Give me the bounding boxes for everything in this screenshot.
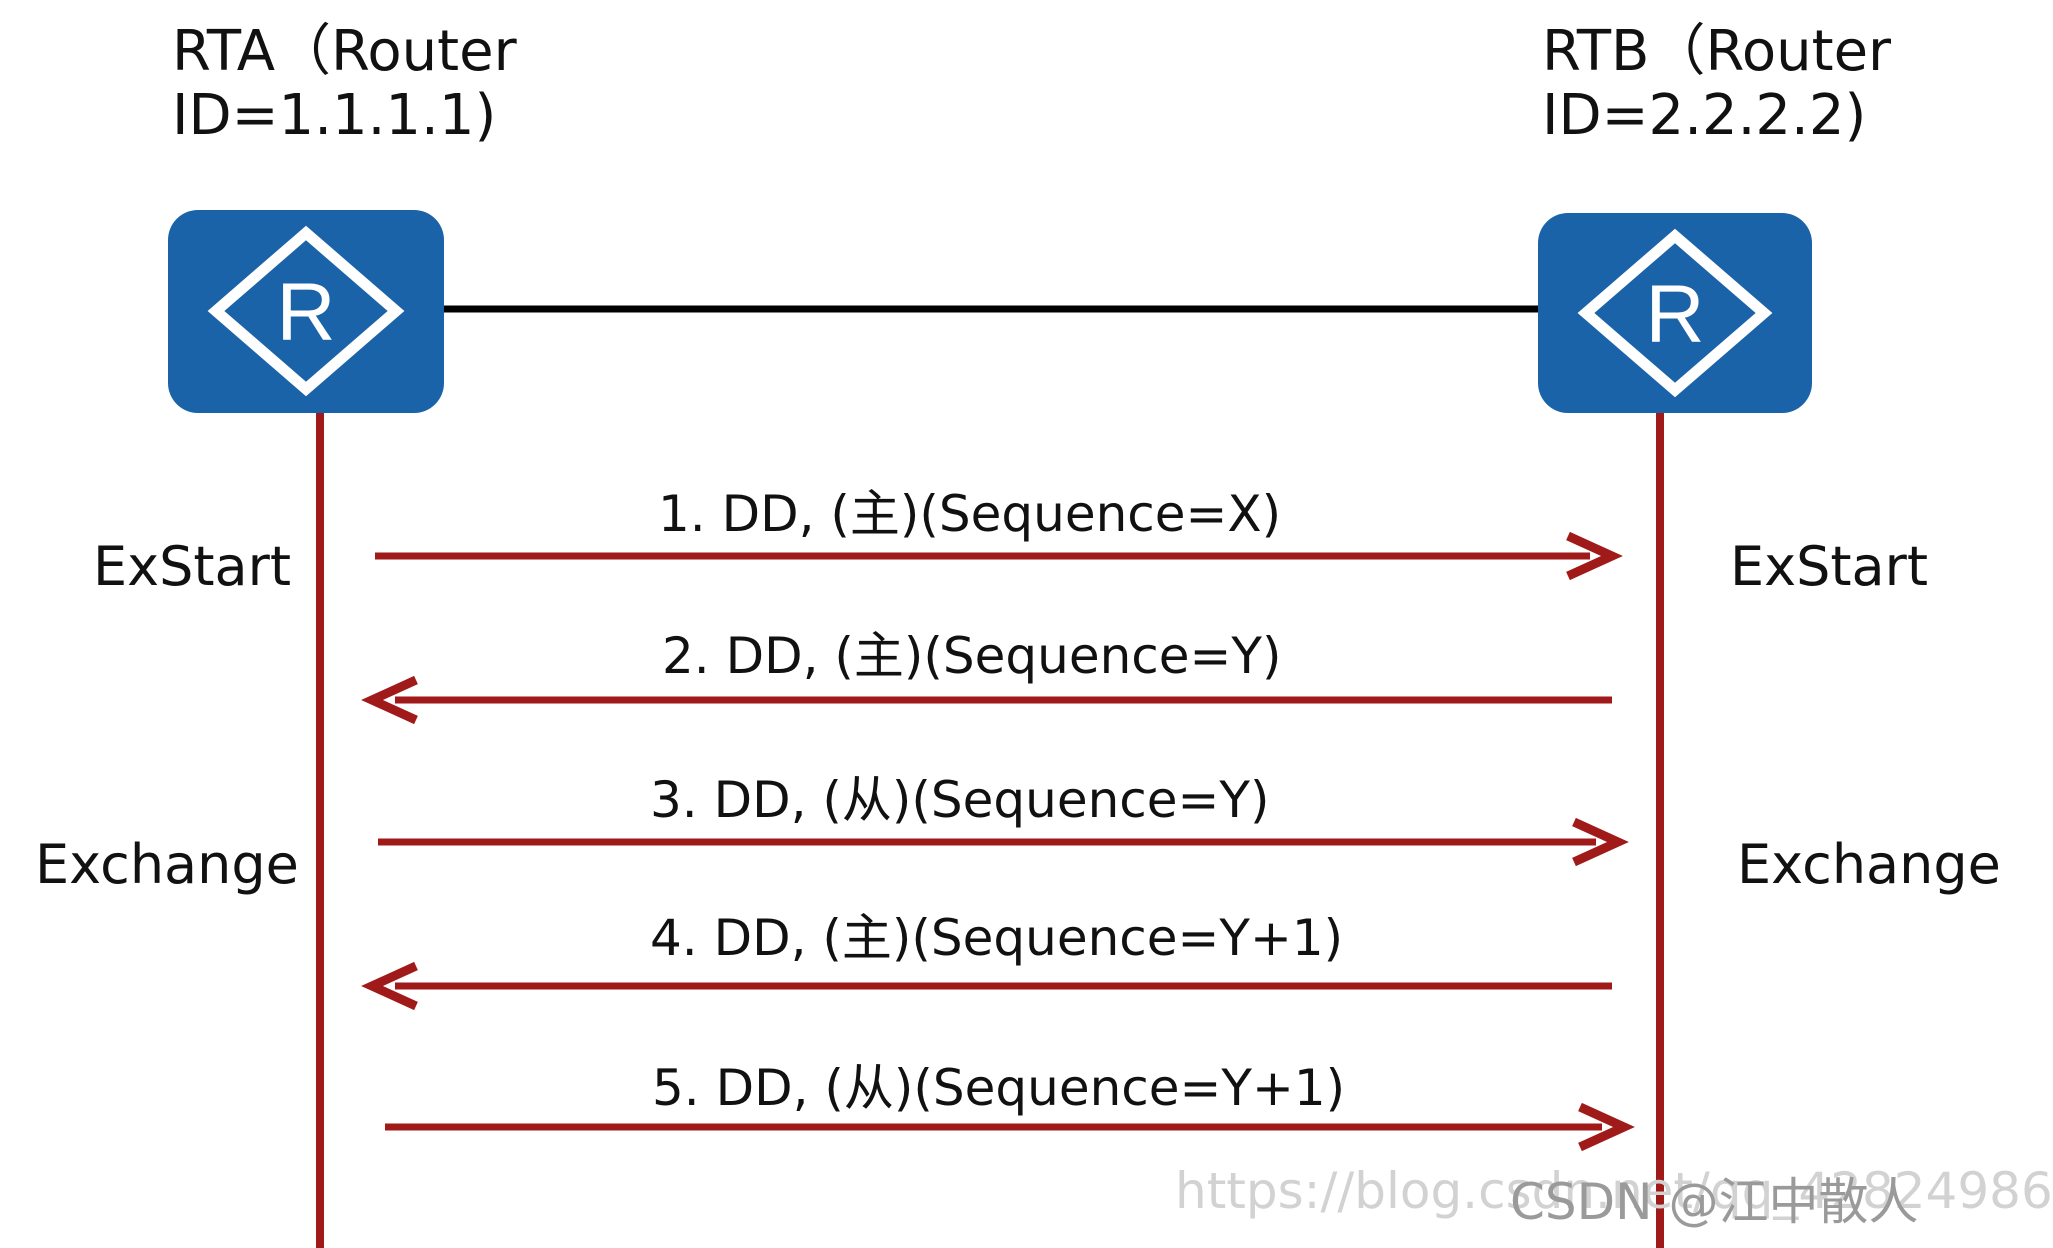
rtb-label: RTB（Router ID=2.2.2.2) <box>1542 19 1892 149</box>
message-label-2: 2. DD, (主)(Sequence=Y) <box>662 627 1282 685</box>
rta-label-line1: RTA（Router <box>172 19 517 84</box>
message-arrow-4 <box>361 961 1612 1011</box>
rta-label-line2: ID=1.1.1.1) <box>172 83 497 149</box>
router-icon-letter: R <box>276 267 335 358</box>
rtb-label-line1: RTB（Router <box>1542 19 1892 84</box>
message-arrow-5 <box>385 1102 1635 1152</box>
router-icon: R <box>168 210 444 413</box>
rtb-label-line2: ID=2.2.2.2) <box>1542 83 1867 149</box>
watermark-url: https://blog.csdn.net/qq_42824986 <box>1175 1162 2053 1220</box>
message-arrow-2 <box>361 675 1612 725</box>
rta-state-exchange: Exchange <box>35 833 299 896</box>
rtb-state-exchange: Exchange <box>1737 833 2001 896</box>
ospf-dd-exchange-diagram: R R RTA（Router <box>35 19 2053 1248</box>
rta-state-exstart: ExStart <box>93 535 291 598</box>
message-label-1: 1. DD, (主)(Sequence=X) <box>658 485 1282 543</box>
router-icon: R <box>1538 213 1812 413</box>
message-label-3: 3. DD, (从)(Sequence=Y) <box>650 771 1270 829</box>
message-arrow-1 <box>375 531 1623 581</box>
diagram-canvas: R R <box>168 210 1812 1248</box>
watermark-brand: CSDN @江中散人 <box>1510 1173 1919 1231</box>
router-icon-letter: R <box>1645 269 1704 360</box>
message-arrow-3 <box>378 817 1629 867</box>
message-label-4: 4. DD, (主)(Sequence=Y+1) <box>650 909 1344 967</box>
rtb-state-exstart: ExStart <box>1730 535 1928 598</box>
rta-label: RTA（Router ID=1.1.1.1) <box>172 19 517 149</box>
message-label-5: 5. DD, (从)(Sequence=Y+1) <box>652 1059 1346 1117</box>
